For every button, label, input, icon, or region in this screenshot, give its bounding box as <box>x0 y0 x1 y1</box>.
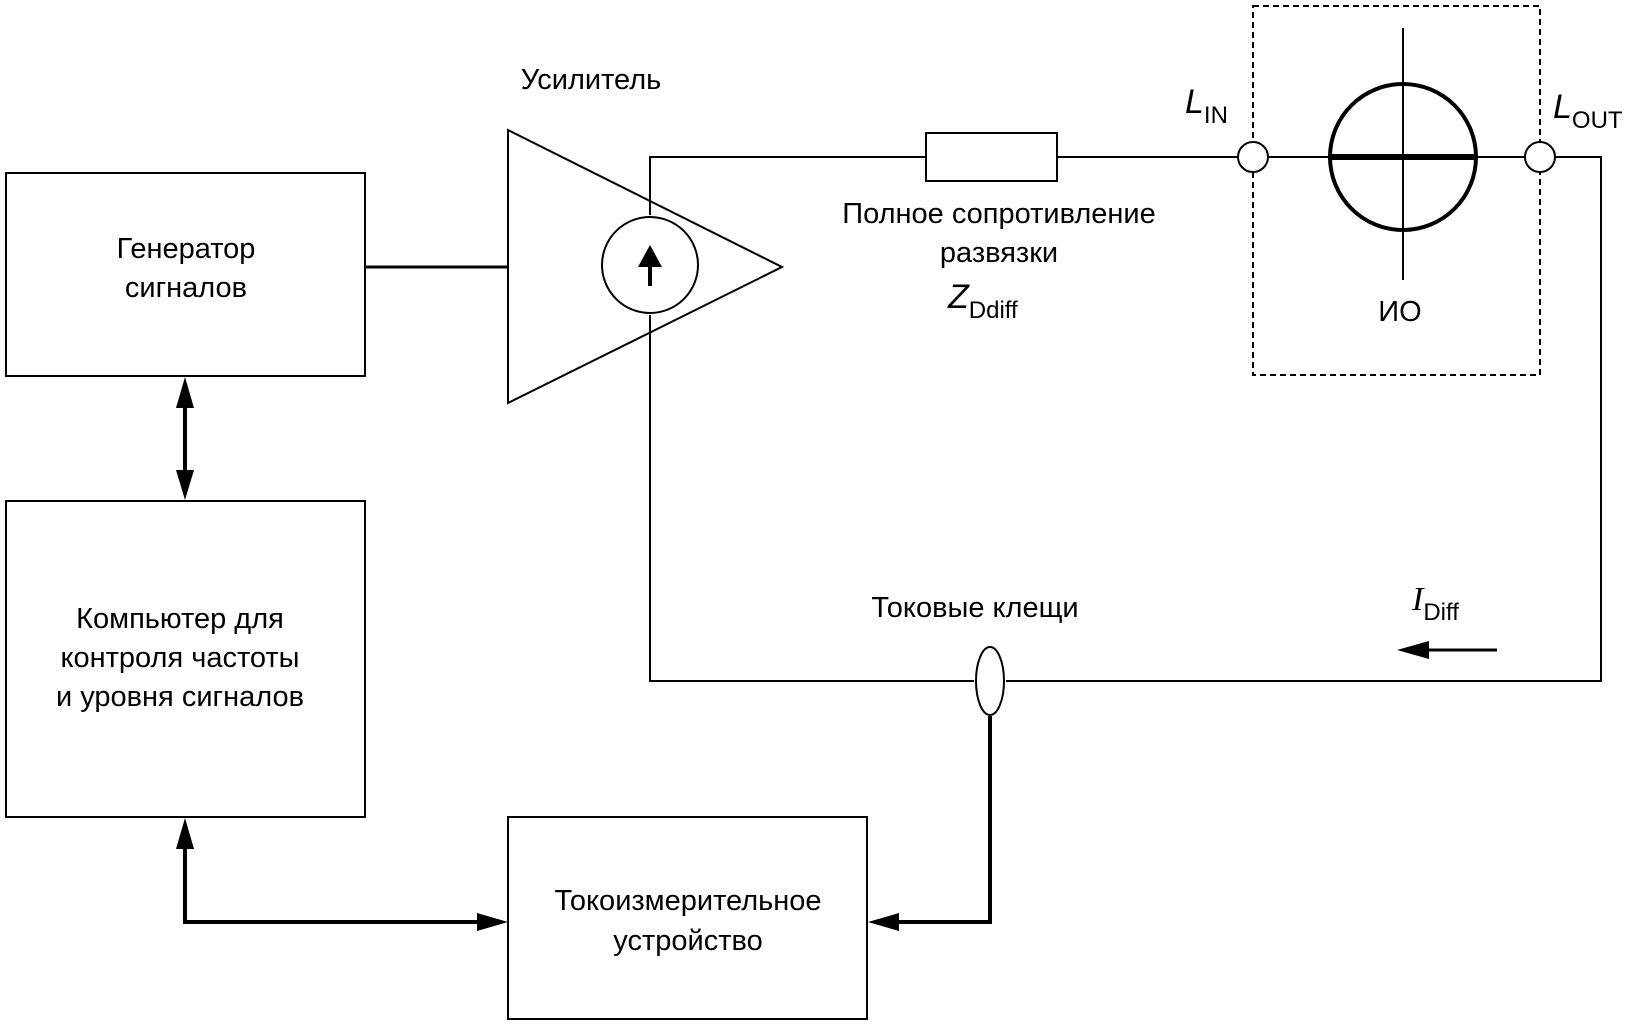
arrowhead-left-icon <box>868 913 899 931</box>
current-direction-arrow-icon <box>1397 641 1497 659</box>
impedance-symbol-subscript: Ddiff <box>969 297 1018 324</box>
current-meter-label-line1: Токоизмерительное <box>554 885 821 917</box>
arrowhead-right-icon <box>477 913 508 931</box>
arrowhead-up-icon <box>176 377 194 408</box>
l-out-symbol: L <box>1553 88 1572 126</box>
computer-label-line3: и уровня сигналов <box>56 681 304 713</box>
arrow-up-icon <box>638 245 662 267</box>
computer-meter-bidirectional-arrow <box>176 818 508 931</box>
eut-lamp-icon <box>1328 28 1478 280</box>
l-in-symbol: L <box>1185 83 1204 121</box>
amplifier-label: Усилитель <box>521 64 661 96</box>
l-out-label: LOUT <box>1553 88 1623 134</box>
current-meter-block: Токоизмерительное устройство <box>507 816 868 1020</box>
impedance-resistor-icon <box>925 132 1058 182</box>
computer-label-line1: Компьютер для <box>76 603 284 635</box>
l-in-label: LIN <box>1185 83 1228 129</box>
generator-computer-bidirectional-arrow <box>176 377 194 500</box>
i-diff-symbol: I <box>1411 581 1425 618</box>
impedance-symbol: ZDdiff <box>947 278 1018 324</box>
i-diff-label: IDiff <box>1411 581 1459 626</box>
arrowhead-down-icon <box>176 470 194 500</box>
l-out-terminal-icon <box>1524 141 1556 173</box>
i-diff-subscript: Diff <box>1423 599 1459 626</box>
arrowhead-up-icon <box>176 818 194 849</box>
main-current-loop <box>649 156 1602 682</box>
impedance-label-line2: развязки <box>940 237 1058 269</box>
current-meter-label-line2: устройство <box>613 925 762 957</box>
computer-block: Компьютер для контроля частоты и уровня … <box>5 500 366 818</box>
impedance-label-line1: Полное сопротивление <box>842 198 1155 230</box>
current-clamp-icon <box>975 646 1005 716</box>
eut-enclosure-dashed-box <box>1252 5 1541 376</box>
current-source-icon <box>601 216 699 314</box>
clamp-to-meter-arrow <box>868 716 992 931</box>
signal-generator-block: Генератор сигналов <box>5 172 366 377</box>
amplifier-triangle-icon <box>507 128 785 405</box>
l-in-terminal-icon <box>1237 141 1269 173</box>
signal-generator-label-line2: сигналов <box>125 272 247 304</box>
signal-generator-label-line1: Генератор <box>117 233 256 265</box>
eut-label: ИО <box>1378 296 1421 328</box>
l-in-subscript: IN <box>1204 102 1228 129</box>
computer-label-line2: контроля частоты <box>60 642 299 674</box>
l-out-subscript: OUT <box>1572 107 1623 134</box>
current-clamp-label: Токовые клещи <box>871 592 1078 624</box>
impedance-symbol-main: Z <box>947 278 970 316</box>
